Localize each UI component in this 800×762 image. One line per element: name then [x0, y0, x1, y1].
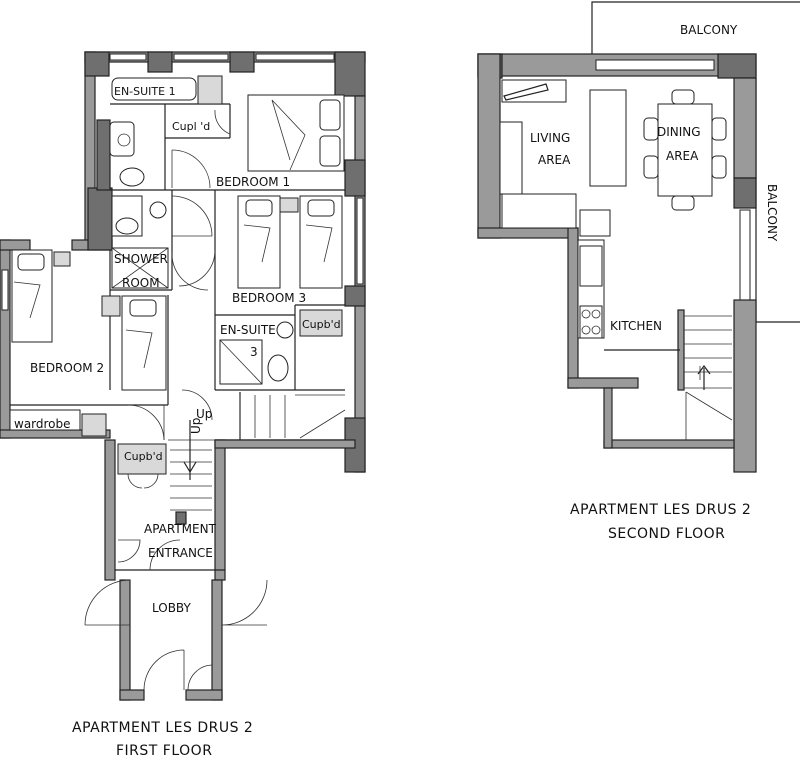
wall-pier-east-1	[344, 159, 366, 197]
wall-south-2f	[603, 439, 735, 449]
wall-entrance-west	[104, 439, 116, 581]
wall-west-2f	[477, 53, 501, 239]
tv-icon	[503, 83, 549, 101]
wall-south-west-2f	[477, 227, 579, 239]
label-balcony-top: BALCONY	[680, 23, 738, 37]
wall-entrance-east	[214, 439, 226, 581]
wall-pier-2	[229, 51, 255, 73]
label-en-suite-3-a: EN-SUITE	[220, 323, 276, 337]
label-entrance: ENTRANCE	[148, 546, 213, 560]
window-west	[1, 269, 9, 311]
wall-lobby-west	[119, 579, 131, 701]
window-north-2	[173, 53, 229, 61]
newel-post	[175, 511, 187, 525]
wall-pier-1	[147, 51, 173, 73]
window-north-3	[255, 53, 335, 61]
label-up-2: Up	[189, 418, 203, 434]
label-balcony-side: BALCONY	[765, 184, 779, 242]
wall-east-2f-upper	[733, 77, 757, 179]
second-floor-plan: BALCONY BALCONY LIVING AREA DINING AREA …	[477, 1, 800, 542]
chest	[81, 413, 107, 437]
wall-lobby-bottom-left	[119, 689, 145, 701]
armchair	[579, 209, 611, 237]
basin-en-suite-3	[276, 321, 294, 339]
window-2f-east	[739, 209, 751, 301]
window-2f-north	[595, 59, 715, 71]
label-en-suite-1: EN-SUITE 1	[114, 85, 176, 98]
staircase-first-floor	[168, 392, 346, 511]
label-wardrobe: wardrobe	[14, 417, 71, 431]
balcony-top-outline	[591, 1, 800, 54]
label-cupbd-2: Cupb'd	[302, 318, 341, 331]
wall-kitchen-west	[567, 227, 579, 389]
window-east-1	[356, 197, 364, 285]
label-apartment: APARTMENT	[144, 522, 217, 536]
tv-unit	[501, 79, 567, 103]
wall-south-main	[214, 439, 356, 449]
label-bedroom-1: BEDROOM 1	[216, 175, 290, 189]
wall-stub-en-suite	[96, 119, 111, 191]
wall-pier-east-2	[344, 285, 366, 307]
label-cupbd-1: Cupl 'd	[172, 120, 210, 133]
wardrobe	[9, 409, 81, 431]
toilet-en-suite-1	[119, 167, 145, 187]
label-dining-area: AREA	[666, 149, 699, 163]
wall-lobby-east	[211, 579, 223, 701]
first-floor-plan: EN-SUITE 1 Cupl 'd BEDROOM 1 SHOWER ROOM…	[0, 51, 366, 759]
corner-ne-2f	[717, 53, 757, 79]
basin-shower-room	[149, 201, 167, 219]
caption-second-floor-1: APARTMENT LES DRUS 2	[570, 502, 751, 518]
wall-east-2f-lower	[733, 299, 757, 473]
label-bedroom-3: BEDROOM 3	[232, 291, 306, 305]
label-shower-room-1: SHOWER	[114, 252, 168, 266]
label-lobby: LOBBY	[152, 601, 192, 615]
label-living-area: AREA	[538, 153, 571, 167]
wall-corner-ne	[334, 51, 366, 97]
label-shower-room-2: ROOM	[122, 276, 160, 290]
label-living: LIVING	[530, 131, 570, 145]
label-bedroom-2: BEDROOM 2	[30, 361, 104, 375]
basin-en-suite-1	[109, 121, 135, 157]
sofa	[501, 193, 577, 229]
cupboard-entrance	[117, 443, 167, 475]
toilet-en-suite-3	[267, 354, 289, 382]
coffee-table	[589, 89, 627, 187]
stair-arrow-2f	[697, 365, 711, 390]
cabinet-en-suite-1	[197, 75, 223, 105]
hob	[579, 305, 603, 339]
stair-arrow-head	[183, 461, 197, 474]
wall-corner-nw	[84, 51, 110, 77]
caption-second-floor-2: SECOND FLOOR	[608, 526, 725, 542]
sink	[579, 245, 603, 287]
label-en-suite-3-b: 3	[250, 345, 258, 359]
wall-west-wing-top-1	[0, 239, 31, 251]
side-table	[499, 121, 523, 195]
label-kitchen: KITCHEN	[610, 319, 662, 333]
cupboard-bedroom-3	[299, 309, 343, 337]
label-cupbd-3: Cupb'd	[124, 450, 163, 463]
bathtub-en-suite-1	[111, 77, 197, 101]
label-up-1: Up	[196, 407, 212, 421]
wall-pier-west	[87, 187, 113, 251]
wall-lobby-bottom-right	[185, 689, 223, 701]
label-dining: DINING	[657, 125, 701, 139]
wall-kitchen-south	[567, 377, 639, 389]
caption-first-floor-2: FIRST FLOOR	[116, 743, 212, 759]
wall-east-pier	[733, 177, 757, 209]
caption-first-floor-1: APARTMENT LES DRUS 2	[72, 720, 253, 736]
window-north-1	[109, 53, 147, 61]
wall-stair-west-2f	[603, 387, 613, 449]
